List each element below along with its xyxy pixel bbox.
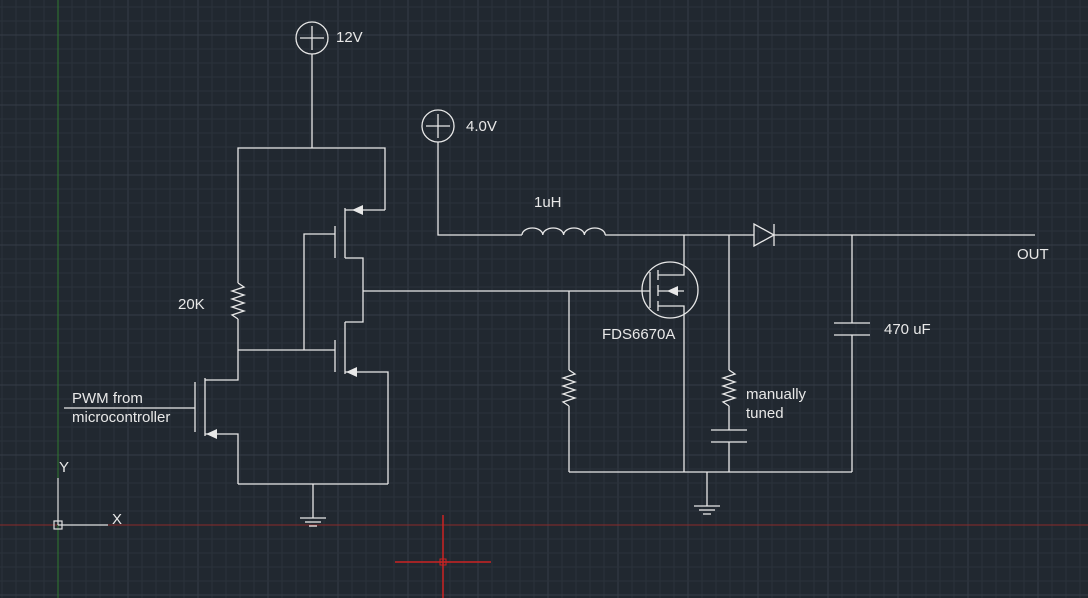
wire: [237, 147, 386, 283]
transistor-p-upper[interactable]: [334, 205, 385, 291]
resistor-snubber[interactable]: [720, 369, 738, 407]
wire: [437, 142, 522, 236]
transistor-input[interactable]: [194, 378, 239, 484]
transistor-n-lower[interactable]: [334, 291, 389, 484]
circuit: 12V 20K: [64, 21, 1049, 527]
pwm-label-line2: microcontroller: [72, 409, 170, 426]
supply-12v-label: 12V: [336, 29, 363, 46]
crosshair-cursor-icon: [395, 515, 491, 598]
ground-symbol-right[interactable]: [694, 505, 720, 515]
supply-12v-symbol[interactable]: [295, 21, 329, 55]
wire: [303, 233, 335, 350]
capacitor-470uf-label: 470 uF: [884, 321, 931, 338]
ucs-y-label: Y: [59, 459, 69, 476]
pwm-label-line1: PWM from: [72, 390, 143, 407]
snubber-label-line2: tuned: [746, 405, 784, 422]
diode[interactable]: [753, 222, 776, 248]
output-label: OUT: [1017, 246, 1049, 263]
ucs-icon: Y X: [53, 459, 122, 530]
ucs-x-label: X: [112, 511, 122, 528]
resistor-20k[interactable]: [229, 282, 247, 320]
inductor-1uh[interactable]: [521, 227, 606, 236]
resistor-gate-pulldown[interactable]: [560, 369, 578, 407]
ground-symbol-left[interactable]: [300, 517, 326, 527]
resistor-20k-label: 20K: [178, 296, 205, 313]
supply-4v-symbol[interactable]: [421, 109, 455, 143]
mosfet-fds6670a[interactable]: [641, 235, 699, 472]
mosfet-label: FDS6670A: [602, 326, 675, 343]
inductor-label: 1uH: [534, 194, 562, 211]
snubber-label-line1: manually: [746, 386, 807, 403]
supply-4v-label: 4.0V: [466, 118, 497, 135]
wire: [208, 350, 239, 381]
